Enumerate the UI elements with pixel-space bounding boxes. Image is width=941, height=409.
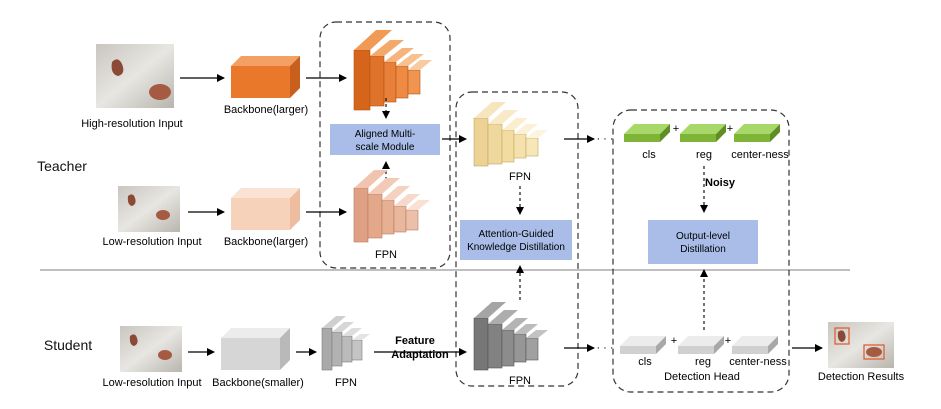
teacher-cls-head bbox=[624, 124, 670, 142]
noisy-label: Noisy bbox=[705, 177, 736, 189]
teacher-centerness-label: center-ness bbox=[731, 149, 789, 161]
teacher-reg-label: reg bbox=[696, 149, 712, 161]
fpn-student-adapted-label: FPN bbox=[509, 375, 531, 387]
detection-head-group bbox=[612, 109, 790, 393]
student-cls-label: cls bbox=[638, 356, 652, 368]
backbone-larger-mid bbox=[231, 188, 300, 230]
plus-3: + bbox=[671, 335, 677, 347]
aligned-module-text-1: Aligned Multi- bbox=[355, 129, 416, 140]
plus-4: + bbox=[725, 335, 731, 347]
output-distill-text-2: Distillation bbox=[680, 244, 726, 255]
fpn-teacher-low-stack bbox=[353, 170, 430, 243]
aligned-module-group bbox=[319, 21, 451, 269]
teacher-label: Teacher bbox=[37, 158, 87, 174]
low-res-input-student-label: Low-resolution Input bbox=[102, 377, 201, 389]
ellipsis-teacher: · · · bbox=[596, 133, 613, 145]
student-reg-head bbox=[678, 336, 724, 354]
attention-guided-distillation-box bbox=[460, 220, 572, 260]
agkd-text-2: Knowledge Distillation bbox=[467, 242, 565, 253]
plus-2: + bbox=[727, 123, 733, 135]
backbone-larger-mid-label: Backbone(larger) bbox=[224, 236, 308, 248]
student-label: Student bbox=[44, 337, 92, 353]
student-cls-head bbox=[620, 336, 666, 354]
student-centerness-head bbox=[732, 336, 778, 354]
low-res-input-teacher-label: Low-resolution Input bbox=[102, 236, 201, 248]
teacher-cls-label: cls bbox=[642, 149, 656, 161]
student-centerness-label: center-ness bbox=[729, 356, 787, 368]
fpn-distillation-group bbox=[455, 91, 579, 387]
output-distill-text-1: Output-level bbox=[676, 231, 730, 242]
output-level-distillation-box bbox=[648, 220, 758, 264]
fpn-teacher-low-label: FPN bbox=[375, 249, 397, 261]
high-res-input-image bbox=[96, 44, 174, 108]
backbone-larger-top bbox=[231, 56, 300, 98]
high-res-feature-stack bbox=[353, 30, 432, 111]
ellipsis-student: · · · bbox=[596, 342, 613, 354]
detection-head-label: Detection Head bbox=[664, 371, 740, 383]
adaptation-label: Adaptation bbox=[391, 349, 449, 361]
plus-1: + bbox=[673, 123, 679, 135]
backbone-larger-top-label: Backbone(larger) bbox=[224, 104, 308, 116]
backbone-smaller-label: Backbone(smaller) bbox=[212, 377, 304, 389]
high-res-input-label: High-resolution Input bbox=[81, 118, 183, 130]
teacher-reg-head bbox=[680, 124, 726, 142]
backbone-smaller bbox=[221, 328, 290, 370]
student-reg-label: reg bbox=[695, 356, 711, 368]
detection-results-label: Detection Results bbox=[818, 371, 905, 383]
detection-results-image bbox=[828, 322, 894, 368]
aligned-multiscale-module bbox=[330, 124, 440, 155]
fpn-student-label: FPN bbox=[335, 377, 357, 389]
teacher-centerness-head bbox=[734, 124, 780, 142]
agkd-text-1: Attention-Guided bbox=[478, 229, 553, 240]
low-res-input-teacher-image bbox=[118, 186, 180, 232]
low-res-input-student-image bbox=[120, 326, 182, 372]
fpn-student-adapted-stack bbox=[473, 302, 548, 371]
fpn-teacher-fused-stack bbox=[473, 102, 548, 167]
fpn-student-stack bbox=[321, 316, 370, 371]
feature-label: Feature bbox=[395, 335, 435, 347]
aligned-module-text-2: scale Module bbox=[356, 142, 415, 153]
fpn-teacher-fused-label: FPN bbox=[509, 171, 531, 183]
